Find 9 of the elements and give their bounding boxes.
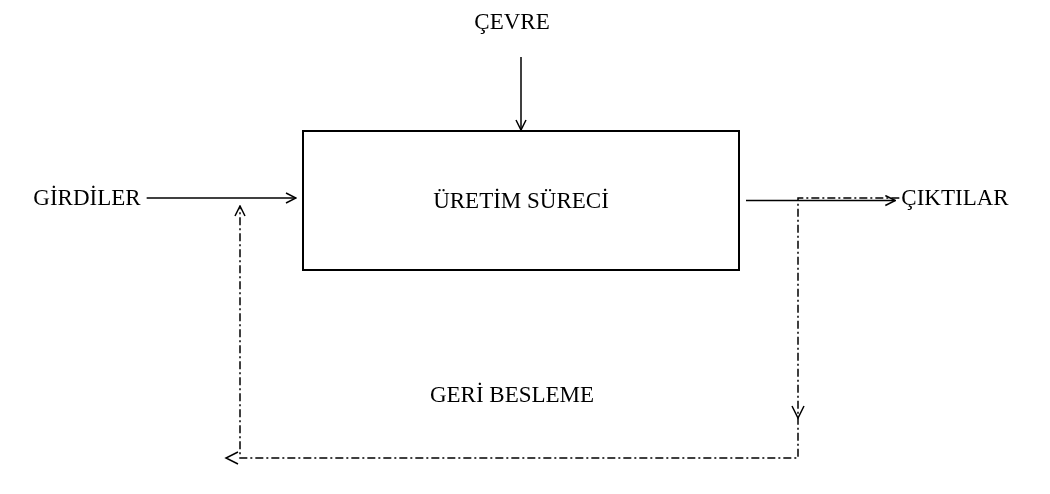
arrow	[515, 56, 527, 131]
process-box	[302, 130, 740, 271]
flow-label: ÇIKTILAR	[901, 185, 1009, 211]
process-label: ÜRETİM SÜRECİ	[433, 187, 609, 214]
arrow	[745, 194, 897, 207]
arrow	[224, 197, 901, 465]
arrow	[145, 192, 297, 204]
flow-label: GİRDİLER	[33, 185, 141, 211]
flow-label: ÇEVRE	[474, 9, 550, 35]
